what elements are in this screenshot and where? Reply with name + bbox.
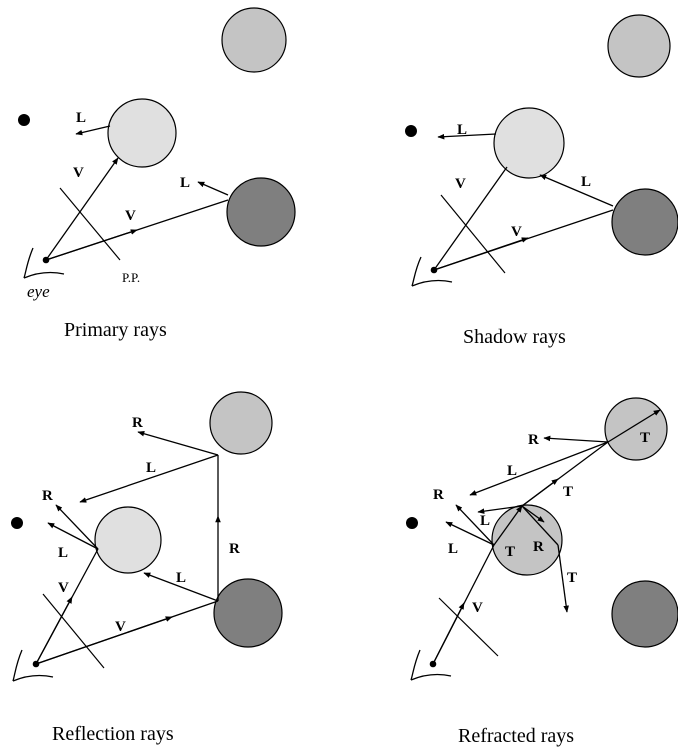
caption-refracted: Refracted rays (458, 725, 574, 747)
ray-label: V (511, 224, 522, 240)
eye-icon (411, 256, 453, 287)
projection-plane (42, 593, 105, 669)
ray-label: R (528, 432, 539, 448)
ray-l-1 (75, 125, 111, 136)
ray-label: T (640, 430, 650, 446)
eye-icon (410, 649, 452, 681)
sun-icon (8, 104, 40, 136)
ray-label: T (563, 484, 573, 500)
sun-icon (395, 115, 427, 147)
ray-label: L (76, 110, 86, 126)
eye-label: eye (27, 282, 50, 301)
ray-v-1 (433, 166, 508, 271)
caption-primary: Primary rays (64, 319, 167, 341)
ray-label: R (132, 415, 143, 431)
ray-label: L (58, 545, 68, 561)
sphere-top (607, 14, 671, 78)
ray-label: T (505, 544, 515, 560)
ray-t-out (521, 505, 559, 546)
ray-label: L (146, 460, 156, 476)
sphere-light (107, 98, 177, 168)
panel-primary-rays: L V L V eye P.P. Primary rays (8, 7, 296, 341)
sphere-top (209, 391, 273, 455)
ray-label: V (73, 165, 84, 181)
sphere-light (493, 107, 565, 179)
caption-shadow: Shadow rays (463, 326, 566, 348)
ray-label: L (180, 175, 190, 191)
sphere-top (221, 7, 287, 73)
ray-l-surface (445, 521, 495, 546)
ray-label: L (507, 463, 517, 479)
projection-plane-label: P.P. (122, 270, 140, 285)
ray-l-top (469, 441, 609, 496)
ray-l-dark (143, 572, 219, 602)
ray-l-1 (437, 133, 497, 140)
sun-icon (396, 507, 428, 539)
ray-label: T (567, 570, 577, 586)
ray-v-2-arrow (35, 616, 173, 665)
ray-label: V (472, 600, 483, 616)
panel-refracted-rays: R T L T R L L T R T V Refracted rays (396, 397, 678, 747)
eye-icon (12, 649, 54, 682)
ray-t-down (557, 544, 569, 613)
ray-l-mid (477, 505, 523, 514)
ray-label: L (581, 174, 591, 190)
ray-label: R (433, 487, 444, 503)
ray-l-2 (539, 174, 614, 207)
ray-t-up-arrow (521, 478, 559, 507)
ray-v-2-arrow (45, 229, 138, 261)
ray-label: R (533, 539, 544, 555)
ray-v-1-arrow (35, 596, 73, 665)
ray-label: L (448, 541, 458, 557)
ray-r-top (137, 431, 219, 456)
ray-l-light (47, 522, 99, 550)
ray-r-top (543, 435, 609, 443)
ray-label: V (58, 580, 69, 596)
projection-plane (438, 597, 499, 657)
panel-shadow-rays: L V L V Shadow rays (395, 14, 678, 348)
ray-v-arrow (432, 602, 465, 665)
ray-label: V (125, 208, 136, 224)
ray-label: L (176, 570, 186, 586)
ray-l-2 (197, 181, 229, 196)
ray-t-top-inside (607, 409, 661, 443)
sphere-dark (213, 578, 283, 648)
sphere-middle (491, 504, 563, 576)
sphere-dark (226, 177, 296, 247)
ray-r-light (55, 504, 99, 550)
caption-reflection: Reflection rays (52, 723, 174, 745)
ray-label: R (42, 488, 53, 504)
sphere-dark (611, 580, 678, 648)
sphere-top (604, 397, 668, 461)
ray-r-surface (455, 504, 495, 546)
projection-plane (440, 194, 506, 274)
projection-plane (59, 187, 121, 261)
sphere-dark (611, 188, 678, 256)
eye-icon (23, 247, 65, 279)
ray-label: L (480, 513, 490, 529)
panel-reflection-rays: R L R L V L R V Reflection rays (1, 391, 283, 745)
ray-label: V (115, 619, 126, 635)
ray-t-inside (493, 505, 523, 546)
ray-label: L (457, 122, 467, 138)
ray-label: V (455, 176, 466, 192)
ray-l-top (79, 454, 219, 503)
sun-icon (1, 507, 33, 539)
sphere-light (94, 506, 162, 574)
ray-label: R (229, 541, 240, 557)
ray-r-inner (521, 505, 545, 523)
ray-v-2-arrow (433, 237, 529, 271)
ray-v-1 (45, 157, 119, 261)
